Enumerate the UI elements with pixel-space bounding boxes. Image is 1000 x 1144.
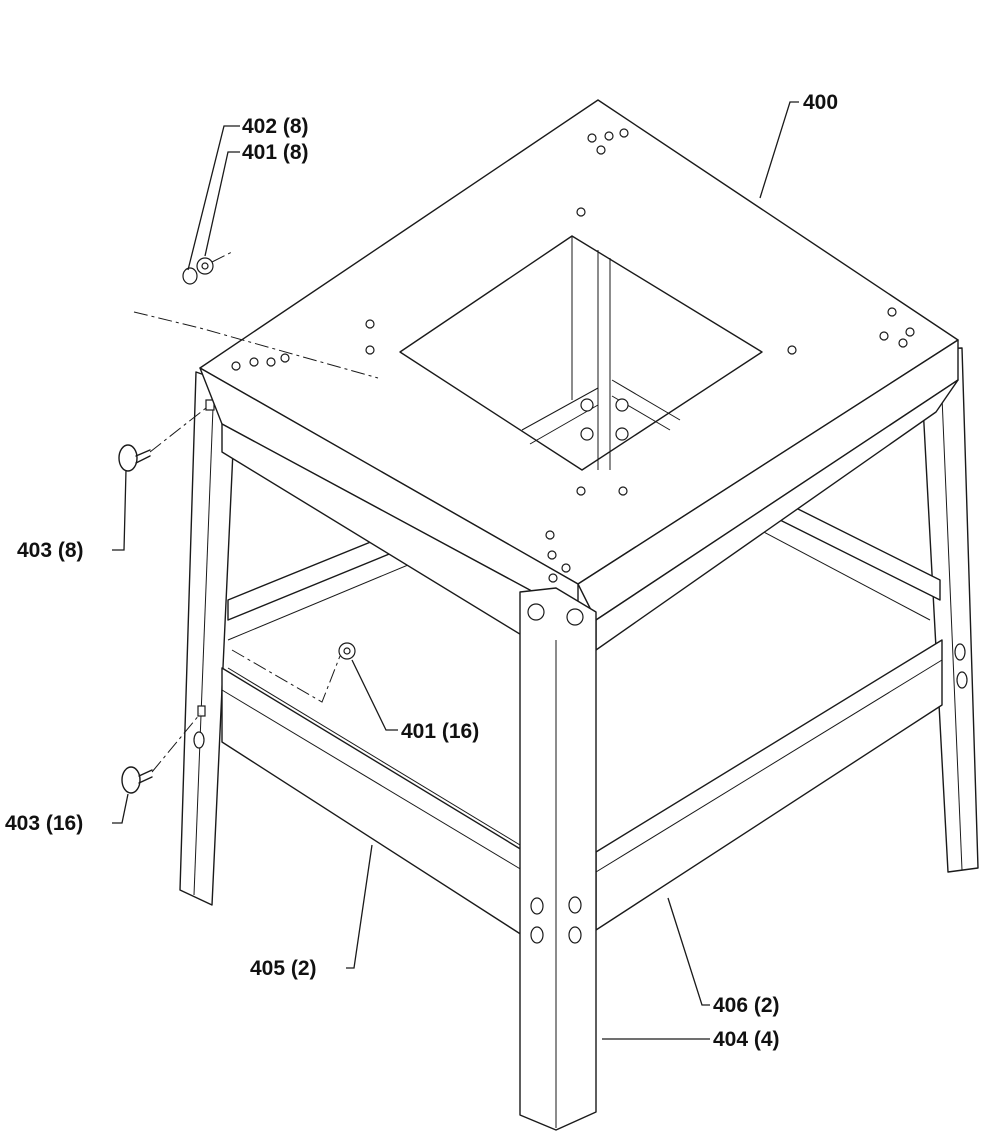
carriage-bolt-upper [118, 407, 207, 472]
front-leg-404 [519, 587, 597, 1131]
callout-403-upper: 403 (8) [17, 539, 84, 562]
leader-lines [112, 101, 799, 1040]
callout-402: 402 (8) [242, 115, 309, 138]
callout-404: 404 (4) [713, 1028, 780, 1051]
callout-403-lower: 403 (16) [5, 812, 83, 835]
callout-401-lower: 401 (16) [401, 720, 479, 743]
top-frame-400 [199, 99, 959, 651]
top-mounting-holes [231, 128, 915, 583]
callout-labels: 400 402 (8) 401 (8) 403 (8) 401 (16) 403… [5, 91, 838, 1051]
back-left-leg [179, 371, 237, 906]
hex-nut-lower [231, 642, 356, 703]
back-right-leg [919, 347, 979, 873]
lower-stretcher-frame [221, 499, 943, 936]
callout-406: 406 (2) [713, 994, 780, 1017]
carriage-bolt-lower [121, 713, 201, 794]
washer-and-nut-402-401 [182, 251, 233, 285]
callout-400: 400 [803, 91, 838, 114]
callout-401-upper: 401 (8) [242, 141, 309, 164]
callout-405: 405 (2) [250, 957, 317, 980]
